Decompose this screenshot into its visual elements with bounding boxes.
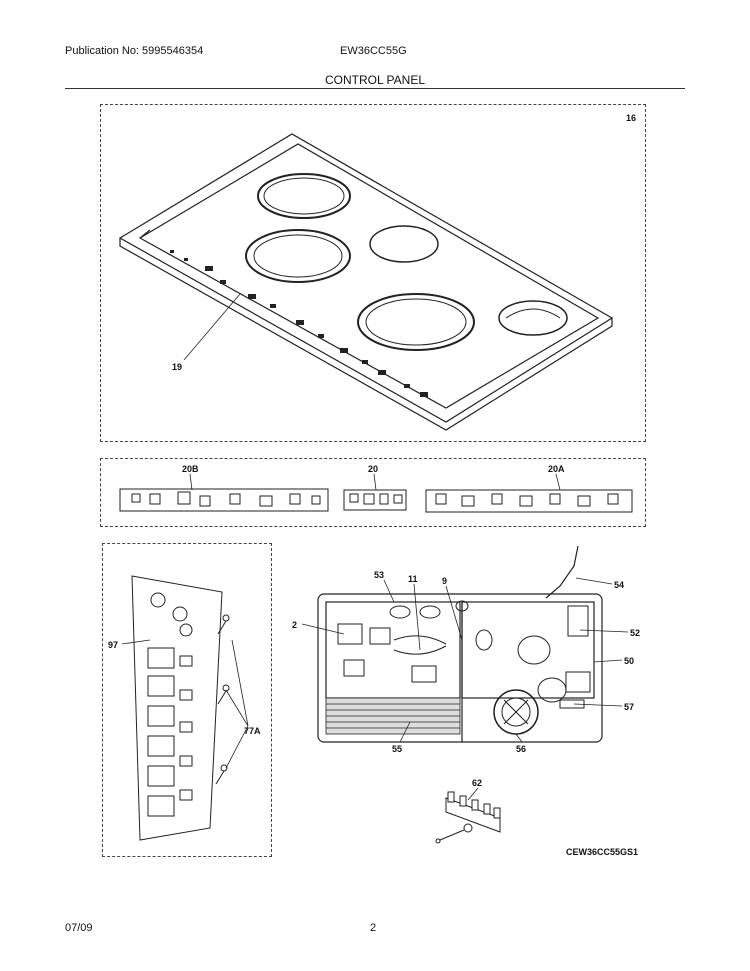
footer-page-number: 2 — [370, 922, 377, 934]
cooktop-glass — [118, 133, 614, 431]
callout-54: 54 — [614, 580, 624, 590]
touch-controls — [170, 250, 428, 397]
callout-62: 62 — [472, 778, 482, 788]
callout-57: 57 — [624, 702, 634, 712]
leader-97 — [121, 639, 151, 645]
leader-54 — [575, 577, 613, 585]
leader-62 — [467, 787, 479, 801]
header-rule — [65, 88, 685, 89]
cooktop-frame — [100, 104, 646, 442]
mounting-screws — [215, 614, 230, 785]
leader-9 — [445, 585, 463, 641]
callout-53: 53 — [374, 570, 384, 580]
callout-20A: 20A — [548, 464, 565, 474]
leader-52 — [579, 629, 629, 633]
callout-20: 20 — [368, 464, 378, 474]
leader-56 — [515, 733, 523, 743]
callout-2: 2 — [292, 620, 297, 630]
callout-19: 19 — [172, 362, 182, 372]
model-number: EW36CC55G — [340, 45, 407, 57]
section-title: CONTROL PANEL — [324, 73, 426, 87]
leader-57 — [573, 703, 623, 707]
leader-55 — [399, 721, 411, 743]
leader-20 — [373, 473, 377, 491]
control-board-20 — [343, 489, 407, 511]
callout-11: 11 — [408, 574, 418, 584]
leader-2 — [301, 623, 345, 635]
callout-9: 9 — [442, 576, 447, 586]
diagram-code: CEW36CC55GS1 — [566, 847, 638, 857]
board-components — [337, 600, 591, 709]
callout-55: 55 — [392, 744, 402, 754]
cooling-fan-56 — [493, 689, 539, 735]
control-boards-frame — [100, 458, 646, 527]
callout-52: 52 — [630, 628, 640, 638]
publication-number: Publication No: 5995546354 — [65, 45, 204, 57]
leader-53 — [383, 579, 395, 603]
callout-56: 56 — [516, 744, 526, 754]
footer-date: 07/09 — [65, 922, 93, 934]
leader-19 — [183, 293, 241, 361]
leader-50 — [593, 659, 623, 663]
callout-20B: 20B — [182, 464, 199, 474]
leader-77A — [225, 639, 249, 727]
side-board-frame — [102, 543, 272, 857]
control-board-20B — [119, 488, 329, 512]
callout-97: 97 — [108, 640, 118, 650]
leader-11 — [413, 583, 421, 651]
relay-board-97 — [131, 575, 223, 841]
callout-77A: 77A — [244, 726, 261, 736]
electronics-housing — [317, 593, 603, 743]
callout-16: 16 — [626, 113, 636, 123]
bracket-62 — [435, 791, 501, 844]
burner-elements — [245, 173, 568, 351]
heat-sink-55 — [325, 697, 461, 735]
callout-50: 50 — [624, 656, 634, 666]
wire-harness-54 — [545, 545, 579, 599]
leader-20B — [189, 473, 193, 491]
leader-20A — [555, 473, 561, 491]
control-board-20A — [425, 489, 633, 513]
